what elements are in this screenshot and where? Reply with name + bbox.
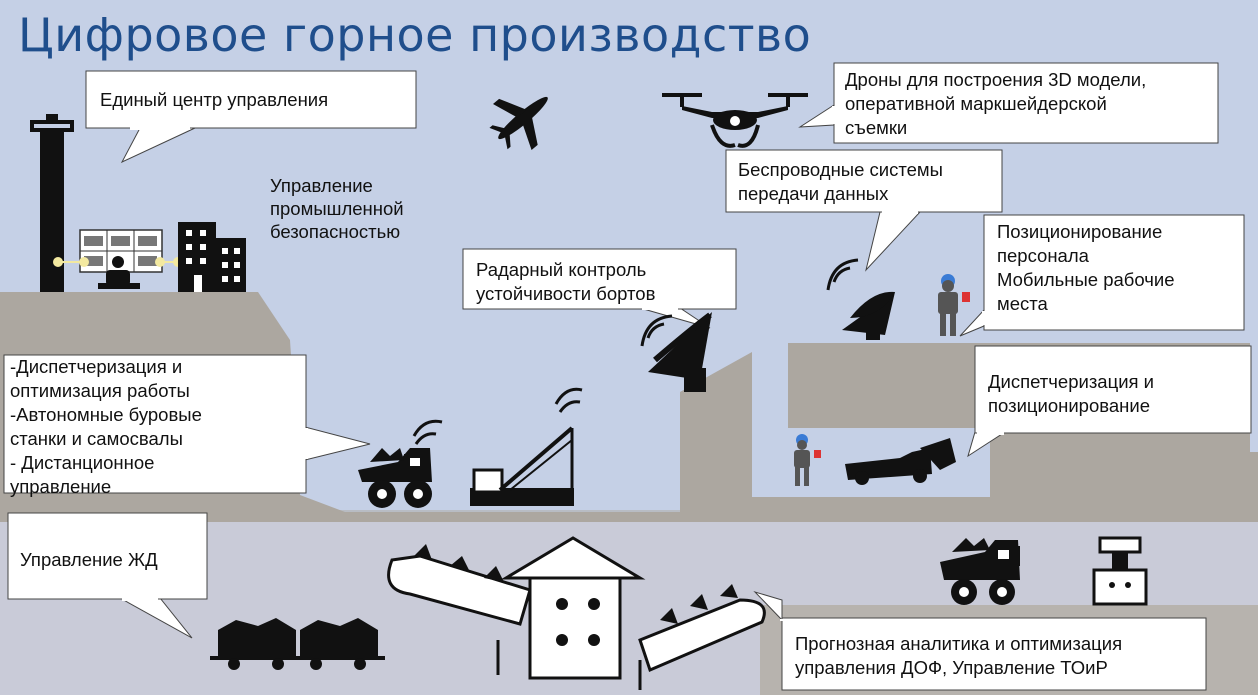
conveyor-icon [387, 544, 766, 690]
label-dispatch-right: Диспетчеризация и позиционирование [988, 371, 1155, 416]
worker-icon [938, 274, 970, 336]
label-personnel: Позиционирование персонала Мобильные раб… [997, 221, 1175, 314]
label-wireless: Беспроводные системы передачи данных [738, 159, 943, 204]
satellite-dish-icon [826, 258, 895, 340]
label-dispatch-left: -Диспетчеризация и оптимизация работы -А… [10, 356, 202, 497]
callout-dispatch-left [3, 354, 371, 494]
airplane-icon [489, 96, 548, 150]
operator-icon [98, 256, 140, 289]
worker-icon-underground [794, 434, 821, 486]
label-control-center: Единый центр управления [100, 89, 329, 110]
dump-truck-icon [358, 419, 443, 508]
callout-railway [7, 512, 208, 639]
label-industrial-safety: Управление промышленной безопасностью [270, 175, 404, 242]
callout-control-center [85, 70, 417, 164]
dump-truck-icon-right [940, 538, 1020, 605]
drone-icon [662, 93, 808, 148]
label-analytics: Прогнозная аналитика и оптимизация управ… [795, 633, 1123, 678]
loader-icon [845, 438, 956, 485]
office-building-icon [178, 222, 246, 292]
page-title: Цифровое горное производство [18, 8, 812, 62]
callout-personnel [959, 214, 1245, 337]
maintenance-icon [1092, 536, 1148, 606]
label-railway: Управление ЖД [20, 549, 158, 570]
label-radar: Радарный контроль устойчивости бортов [476, 259, 656, 304]
label-drones: Дроны для построения 3D модели, оператив… [845, 69, 1147, 138]
callout-drones [798, 62, 1219, 144]
callout-wireless [725, 149, 1003, 272]
callout-analytics [753, 590, 1207, 691]
processing-plant-icon [500, 536, 646, 680]
control-tower-icon [30, 114, 74, 292]
drill-rig-icon [470, 387, 583, 506]
callout-dispatch-right [967, 345, 1252, 458]
rail-wagon-icon [210, 618, 385, 670]
radar-dish-icon [640, 312, 712, 392]
callout-radar [462, 248, 737, 329]
